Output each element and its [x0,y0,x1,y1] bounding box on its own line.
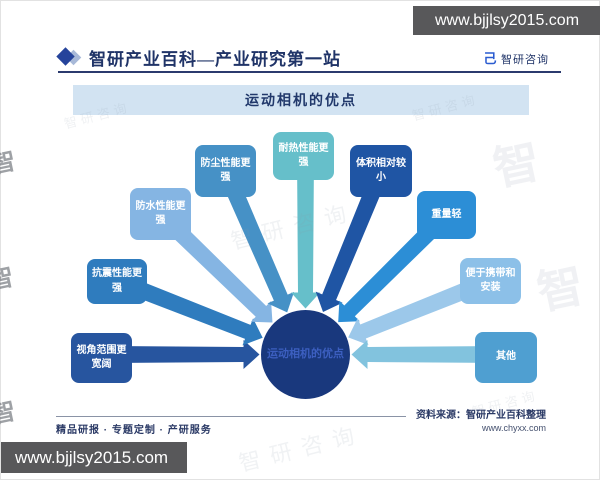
advantage-box-waterproof: 防水性能更强 [130,188,191,240]
brand-diamond-icon [56,47,84,66]
source-attribution: 资料来源：智研产业百科整理 www.chyxx.com [396,409,546,434]
top-watermark-url: www.bjjlsy2015.com [434,11,580,29]
watermark-logo-glyph: 智 [0,397,19,430]
header-divider [58,71,561,73]
bottom-left-watermark-badge: www.bjjlsy2015.com [1,442,187,473]
zhiyan-logo-text: 智研咨询 [501,54,549,66]
advantage-label: 防水性能更强 [135,200,186,227]
footer-services: 精品研报 · 专题定制 · 产研服务 [56,425,212,436]
footer-divider [56,416,406,417]
watermark-text: 智研咨询 [236,420,367,477]
bottom-watermark-url: www.bjjlsy2015.com [15,447,169,467]
advantage-box-shockproof: 抗震性能更强 [87,259,147,304]
top-right-watermark-badge: www.bjjlsy2015.com [413,6,600,35]
advantage-box-heatresist: 耐热性能更强 [273,132,334,180]
source-url: www.chyxx.com [481,423,546,433]
header: 智研产业百科—产业研究第一站 己 智研咨询 [1,1,600,81]
advantage-box-lightweight: 重量轻 [417,191,476,239]
chart-title-bar: 运动相机的优点 [73,85,529,115]
source-label: 资料来源：智研产业百科整理 [416,410,546,421]
advantage-label: 耐热性能更强 [278,142,329,169]
center-circle: 运动相机的优点 [261,310,350,399]
chart-title: 运动相机的优点 [245,92,357,108]
watermark-logo-glyph: 智 [0,263,17,296]
advantage-box-dustproof: 防尘性能更强 [195,145,256,197]
advantage-box-smallsize: 体积相对较小 [350,145,412,197]
center-label: 运动相机的优点 [267,348,344,361]
advantage-box-viewangle: 视角范围更宽阔 [71,333,132,383]
advantage-label: 视角范围更宽阔 [76,344,127,371]
advantage-label: 体积相对较小 [356,157,406,184]
advantage-box-portable: 便于携带和安装 [460,258,521,304]
header-title: 智研产业百科—产业研究第一站 [89,50,341,69]
advantage-box-other: 其他 [475,332,537,383]
advantage-label: 其他 [496,351,516,363]
watermark-logo-glyph: 智 [0,147,19,180]
zhiyan-logo-icon: 己 [483,51,497,66]
watermark-logo-glyph: 智 [532,258,589,320]
advantage-label: 抗震性能更强 [92,268,142,294]
watermark-text: 智研咨询 [228,198,359,255]
advantage-label: 防尘性能更强 [200,157,251,184]
zhiyan-logo: 己 智研咨询 [483,51,549,67]
advantage-label: 便于携带和安装 [465,267,516,294]
watermark-logo-glyph: 智 [488,134,545,196]
advantage-label: 重量轻 [431,208,462,220]
